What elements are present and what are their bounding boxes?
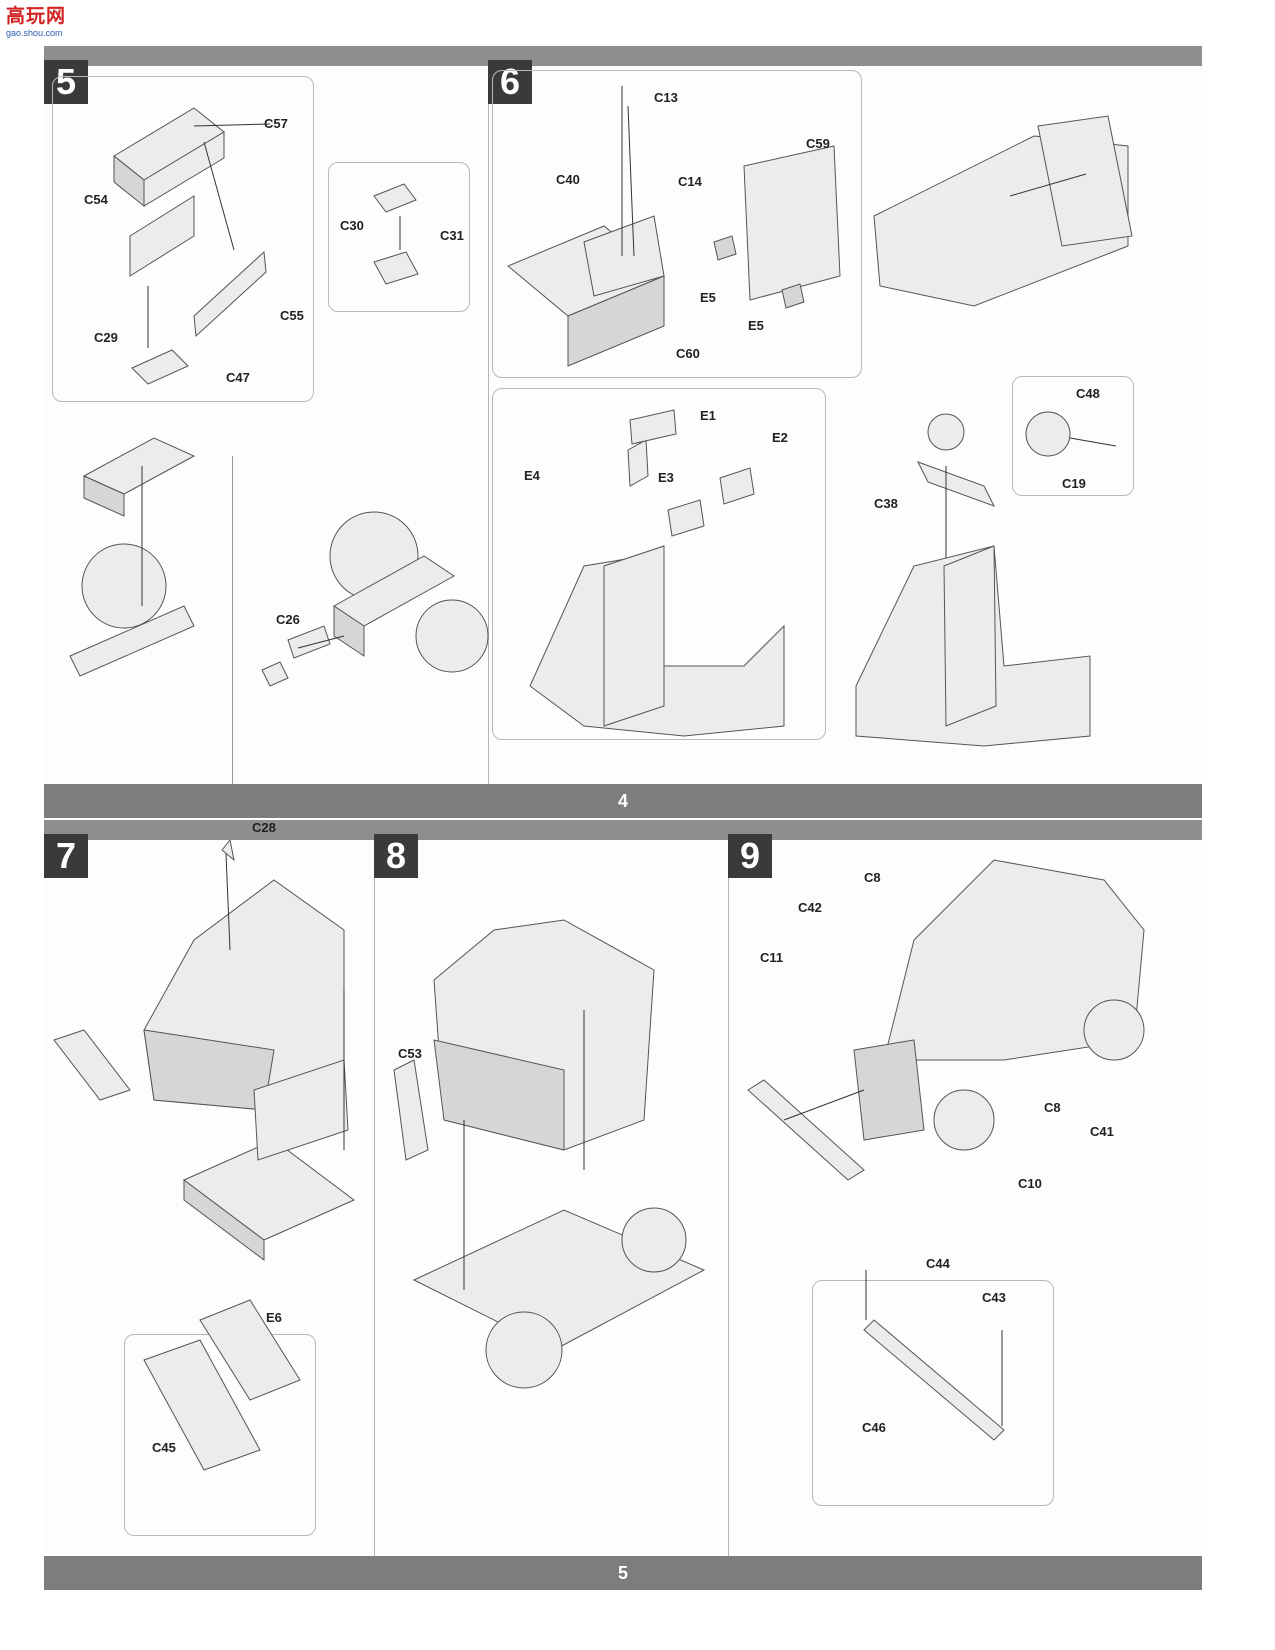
part-label-c53: C53 [398,1046,422,1061]
watermark-brand: 高玩网 [6,6,67,27]
step-5-sub-frame [328,162,470,312]
step-5-badge: 5 [44,60,88,104]
part-label-c55: C55 [280,308,304,323]
step-divider [728,840,729,1556]
part-label-c30: C30 [340,218,364,233]
part-label-c59: C59 [806,136,830,151]
part-label-c48: C48 [1076,386,1100,401]
part-label-c14: C14 [678,174,702,189]
part-label-e2: E2 [772,430,788,445]
instruction-page-4: 4 5 C57 C54 [44,46,1202,818]
page-header-bar [44,46,1202,66]
page-number: 5 [617,1563,628,1583]
part-label-c26: C26 [276,612,300,627]
part-label-c42: C42 [798,900,822,915]
part-label-c57: C57 [264,116,288,131]
part-label-c19: C19 [1062,476,1086,491]
part-label-c11: C11 [760,950,784,965]
part-label-c43: C43 [982,1290,1006,1305]
part-label-c8-top: C8 [864,870,881,885]
instruction-page-5: 5 7 8 9 [44,820,1202,1590]
watermark-logo: 高玩网 gao.shou.com [6,6,76,40]
step-divider [488,66,489,784]
step-6-drawing [507,86,1133,747]
part-label-e5-left: E5 [700,290,716,305]
step-9-badge: 9 [728,834,772,878]
step-6-detail-frame-bottom [492,388,826,740]
page-number: 4 [617,791,628,811]
step-5-drawing [69,107,489,687]
step-5-detail-frame [52,76,314,402]
part-label-c10: C10 [1018,1176,1042,1191]
step-divider [374,840,375,1556]
part-label-c29: C29 [94,330,118,345]
part-label-c45: C45 [152,1440,176,1455]
step-7-badge: 7 [44,834,88,878]
sub-divider [232,456,233,784]
watermark-url: gao.shou.com [6,28,63,38]
part-label-e5-right: E5 [748,318,764,333]
part-label-c8-bottom: C8 [1044,1100,1061,1115]
part-label-c40: C40 [556,172,580,187]
part-label-c41: C41 [1090,1124,1114,1139]
part-label-c60: C60 [676,346,700,361]
page-header-bar [44,820,1202,840]
part-label-c38: C38 [874,496,898,511]
part-label-e1: E1 [700,408,716,423]
part-label-c47: C47 [226,370,250,385]
step-6-detail-frame-top [492,70,862,378]
page-footer-bar: 4 [44,784,1202,818]
step-9-detail-frame [812,1280,1054,1506]
step-6-sub-frame [1012,376,1134,496]
page-footer-bar: 5 [44,1556,1202,1590]
part-label-c44: C44 [926,1256,950,1271]
part-label-c46: C46 [862,1420,886,1435]
part-label-c13: C13 [654,90,678,105]
part-label-e3: E3 [658,470,674,485]
step-6-badge: 6 [488,60,532,104]
part-label-c31: C31 [440,228,464,243]
step-8-badge: 8 [374,834,418,878]
part-label-c54: C54 [84,192,108,207]
part-label-e6: E6 [266,1310,282,1325]
steps-7-9-drawing [53,838,1145,1471]
part-label-e4: E4 [524,468,540,483]
part-label-c28: C28 [252,820,276,835]
